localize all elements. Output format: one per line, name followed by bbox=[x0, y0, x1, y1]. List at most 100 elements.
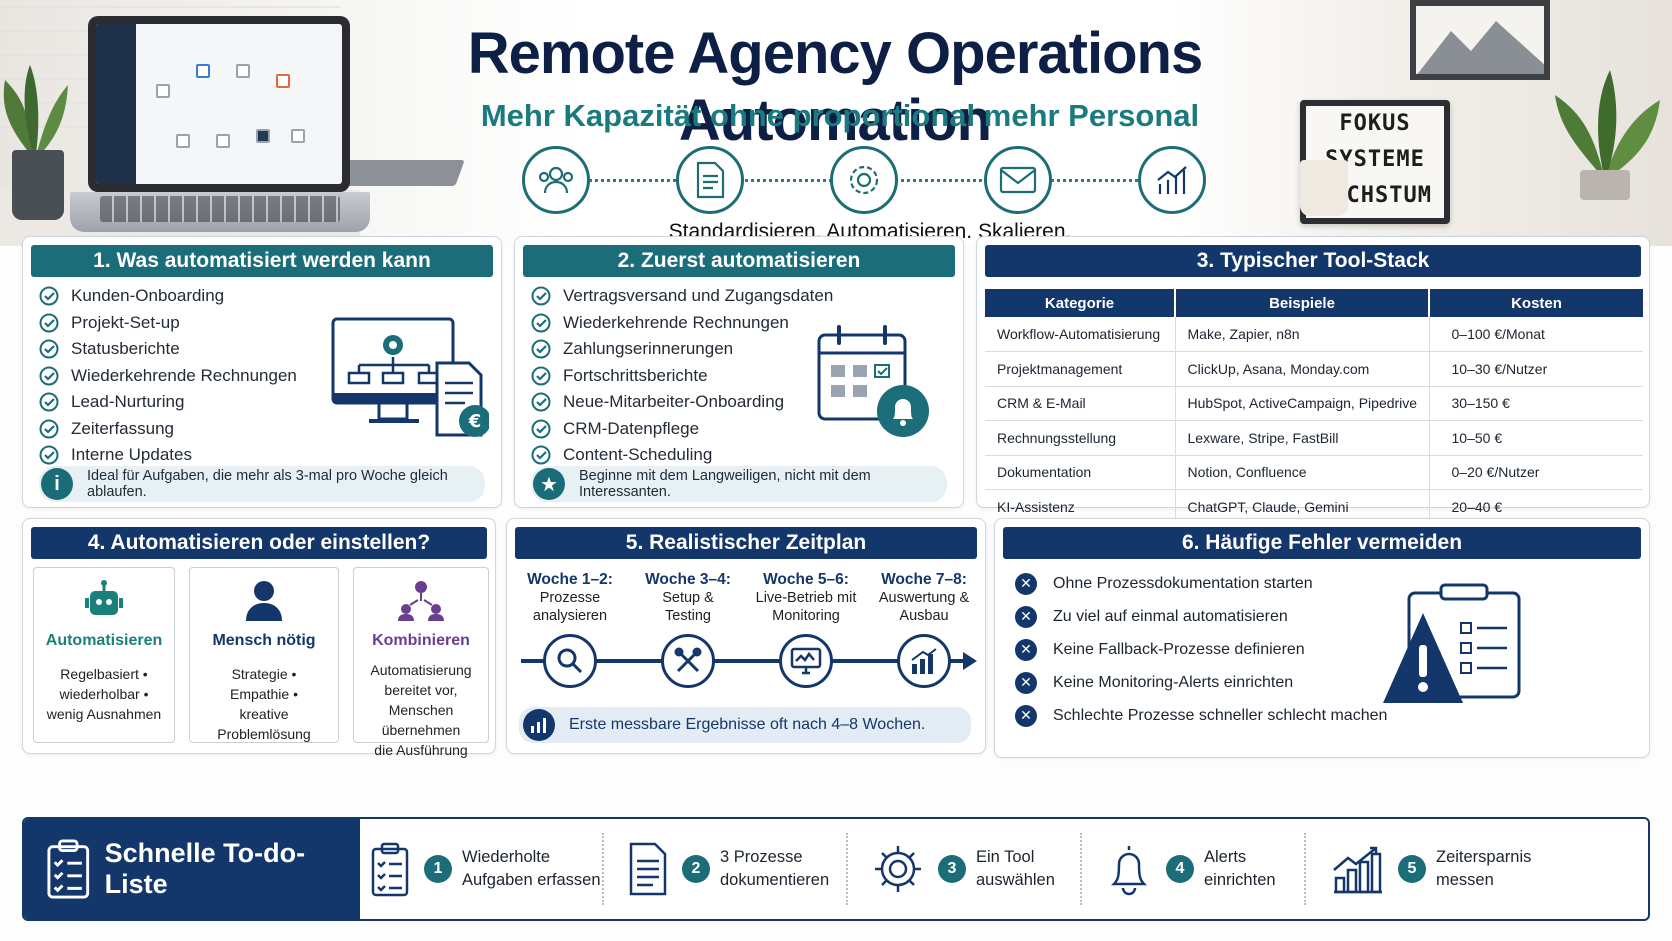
card-description: Automatisierung bereitet vor, Menschen ü… bbox=[354, 660, 488, 760]
list-item-label: Lead-Nurturing bbox=[71, 392, 185, 412]
arrow-right-icon bbox=[963, 652, 977, 670]
list-item: ✕Ohne Prozessdokumentation starten bbox=[1015, 567, 1387, 600]
check-icon bbox=[531, 392, 551, 412]
panel-title: 6. Häufige Fehler vermeiden bbox=[1003, 527, 1641, 559]
table-cell: Rechnungsstellung bbox=[985, 420, 1176, 456]
panel-tool-stack: 3. Typischer Tool-Stack Kategorie Beispi… bbox=[976, 236, 1650, 524]
todo-text: Wiederholte bbox=[462, 848, 551, 866]
gear-icon bbox=[830, 146, 898, 214]
card-line: Strategie • bbox=[231, 666, 297, 682]
warning-clipboard-icon bbox=[1383, 583, 1521, 703]
laptop bbox=[70, 10, 370, 240]
mistakes-list: ✕Ohne Prozessdokumentation starten ✕ Zu v… bbox=[1015, 567, 1387, 732]
check-icon bbox=[531, 366, 551, 386]
tools-icon bbox=[661, 634, 715, 688]
panel-title: 4. Automatisieren oder einstellen? bbox=[31, 527, 487, 559]
column-header: Beispiele bbox=[1175, 289, 1430, 317]
table-cell: 0–100 €/Monat bbox=[1429, 317, 1643, 352]
list-item-label: Kunden-Onboarding bbox=[71, 286, 225, 306]
table-cell: ClickUp, Asana, Monday.com bbox=[1175, 351, 1430, 387]
card-line: die Ausführung bbox=[374, 742, 468, 758]
list-item-label: Zu viel auf einmal automatisieren bbox=[1053, 607, 1288, 625]
list-item: ✕Keine Monitoring-Alerts einrichten bbox=[1015, 666, 1387, 699]
table-cell: Projektmanagement bbox=[985, 351, 1176, 387]
team-network-icon bbox=[398, 581, 444, 621]
todo-text: Ein Tool bbox=[976, 848, 1035, 866]
magnifier-icon bbox=[543, 634, 597, 688]
checklist-icon bbox=[47, 839, 90, 899]
card-description: Regelbasiert • wiederholbar • wenig Ausn… bbox=[34, 664, 174, 724]
check-icon bbox=[39, 286, 59, 306]
checklist-icon bbox=[371, 842, 409, 897]
x-icon: ✕ bbox=[1015, 671, 1037, 694]
growth-chart-icon bbox=[1138, 146, 1206, 214]
page-subtitle: Mehr Kapazität ohne proportional mehr Pe… bbox=[480, 98, 1200, 133]
info-icon: i bbox=[41, 468, 73, 500]
list-item: Content-Scheduling bbox=[531, 442, 833, 469]
growth-chart-icon bbox=[1333, 846, 1382, 894]
step-text: Ausbau bbox=[899, 608, 949, 624]
table-cell: 10–30 €/Nutzer bbox=[1429, 351, 1643, 387]
bell-icon bbox=[1110, 846, 1148, 896]
list-item: ✕Keine Fallback-Prozesse definieren bbox=[1015, 633, 1387, 666]
x-icon: ✕ bbox=[1015, 605, 1037, 628]
panel-title: 5. Realistischer Zeitplan bbox=[515, 527, 977, 559]
list-item-label: Neue-Mitarbeiter-Onboarding bbox=[563, 392, 785, 412]
list-item: Fortschrittsberichte bbox=[531, 363, 833, 390]
list-item: CRM-Datenpflege bbox=[531, 416, 833, 443]
todo-text: Alerts bbox=[1204, 848, 1247, 866]
plant-icon bbox=[3, 65, 68, 160]
panel-automatable: 1. Was automatisiert werden kann Kunden-… bbox=[22, 236, 502, 508]
todo-text: Zeitersparnis bbox=[1436, 848, 1532, 866]
step-week: Woche 3–4: bbox=[645, 571, 731, 588]
list-item-label: Zahlungserinnerungen bbox=[563, 339, 734, 359]
automatable-list: Kunden-Onboarding Projekt-Set-up Statusb… bbox=[39, 283, 297, 469]
option-card-automate: Automatisieren Regelbasiert • wiederholb… bbox=[33, 567, 175, 743]
chart-icon bbox=[523, 709, 555, 741]
people-icon bbox=[522, 146, 590, 214]
step-week: Woche 1–2: bbox=[527, 571, 613, 588]
table-cell: HubSpot, ActiveCampaign, Pipedrive bbox=[1175, 386, 1430, 421]
step-text: Setup & bbox=[662, 590, 714, 606]
todo-text: auswählen bbox=[976, 871, 1055, 889]
check-icon bbox=[39, 366, 59, 386]
list-item-label: Fortschrittsberichte bbox=[563, 365, 708, 385]
card-title: Mensch nötig bbox=[212, 632, 316, 649]
check-icon bbox=[531, 419, 551, 439]
panel-title: 3. Typischer Tool-Stack bbox=[985, 245, 1641, 277]
todo-text: dokumentieren bbox=[720, 871, 830, 889]
panel-title: 1. Was automatisiert werden kann bbox=[31, 245, 493, 277]
mail-icon bbox=[984, 146, 1052, 214]
todo-number: 5 bbox=[1398, 855, 1426, 883]
step-text: Live-Betrieb mit bbox=[755, 590, 857, 606]
table-header-row: Kategorie Beispiele Kosten bbox=[985, 289, 1643, 317]
panel-timeline: 5. Realistischer Zeitplan Woche 1–2: Pro… bbox=[506, 518, 986, 754]
plant-icon bbox=[1555, 70, 1660, 200]
divider bbox=[602, 833, 604, 905]
monitoring-icon bbox=[779, 634, 833, 688]
hero-icon-row bbox=[522, 146, 1212, 214]
svg-text:€: € bbox=[468, 411, 482, 432]
list-item: Kunden-Onboarding bbox=[39, 283, 297, 310]
lightbox-line: FOKUS bbox=[1339, 111, 1411, 136]
list-item: Wiederkehrende Rechnungen bbox=[39, 363, 297, 390]
document-icon bbox=[629, 842, 667, 896]
list-item-label: Schlechte Prozesse schneller schlecht ma… bbox=[1053, 706, 1388, 724]
todo-title: Schnelle To-do-Liste bbox=[104, 838, 306, 899]
tip-note: i Ideal für Aufgaben, die mehr als 3-mal… bbox=[39, 466, 485, 502]
robot-icon bbox=[85, 580, 123, 615]
mug bbox=[12, 150, 64, 220]
todo-number: 4 bbox=[1166, 855, 1194, 883]
list-item-label: Projekt-Set-up bbox=[71, 312, 180, 332]
table-cell: Make, Zapier, n8n bbox=[1175, 317, 1430, 352]
todo-text: 3 Prozesse bbox=[720, 848, 803, 866]
x-icon: ✕ bbox=[1015, 638, 1037, 661]
list-item: Statusberichte bbox=[39, 336, 297, 363]
star-icon: ★ bbox=[533, 468, 565, 500]
